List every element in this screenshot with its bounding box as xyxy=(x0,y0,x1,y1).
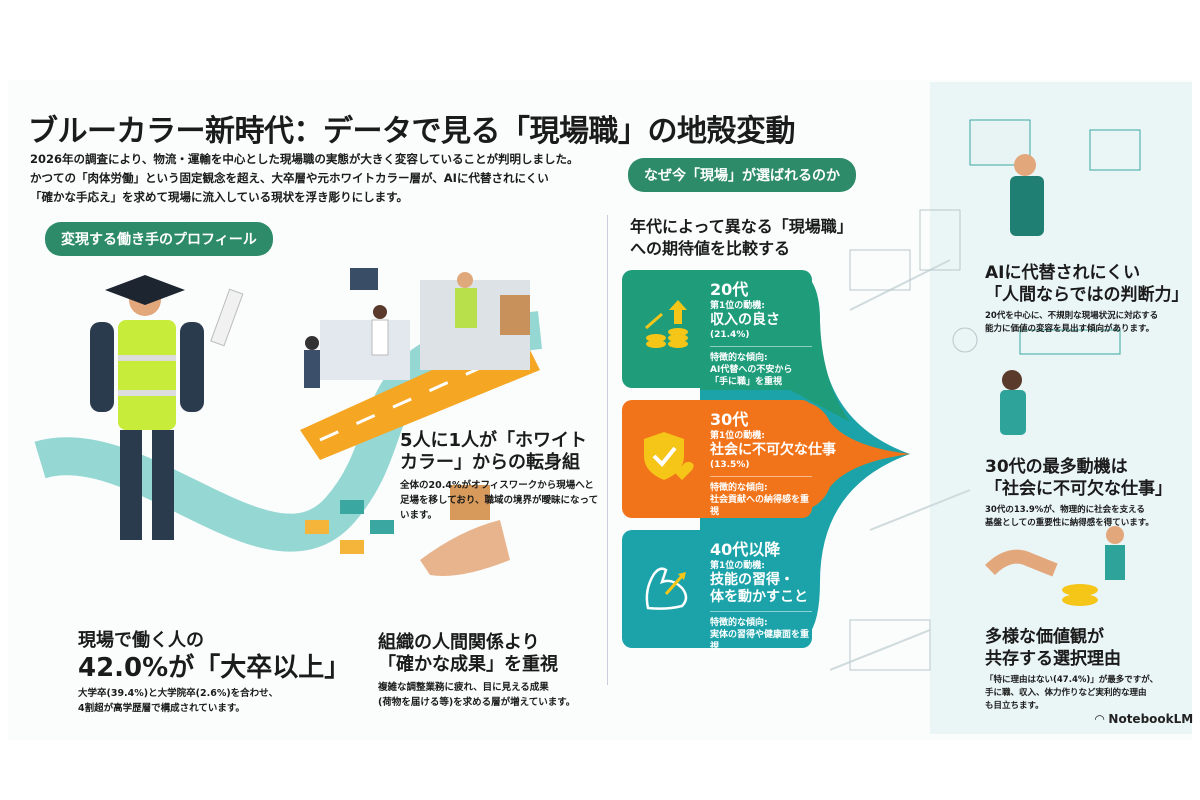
card-motive: 体を動かすこと xyxy=(710,589,808,605)
age-compare-subtitle: 年代によって異なる「現場職」 への期待値を比較する xyxy=(630,216,853,260)
brand-label: NotebookLM xyxy=(1108,712,1194,726)
age-card-40s-plus: 40代以降 第1位の動機: 技能の習得・ 体を動かすこと 特徴的な傾向: 実体の… xyxy=(622,530,812,652)
age-card-20s: 20代 第1位の動機: 収入の良さ (21.4%) 特徴的な傾向: AI代替への… xyxy=(622,270,812,388)
card-age: 40代以降 xyxy=(710,540,781,559)
section-label-profile: 変現する働き手のプロフィール xyxy=(45,222,273,256)
card-trait-label: 特徴的な傾向: xyxy=(710,353,768,363)
insight-diverse-reasons: 多様な価値観が 共存する選択理由 「特に理由はない(47.4%)」が最多ですが、… xyxy=(985,626,1195,713)
muscle-arm-icon xyxy=(645,567,688,610)
stat-title: 現場で働く人の xyxy=(78,630,204,651)
card-motive-label: 第1位の動機: xyxy=(710,561,765,571)
notebooklm-brand: ◠ NotebookLM xyxy=(1095,712,1193,726)
age-card-30s: 30代 第1位の動機: 社会に不可欠な仕事 (13.5%) 特徴的な傾向: 社会… xyxy=(622,400,836,518)
intro-line: かつての「肉体労働」という固定観念を超え、大卒層や元ホワイトカラー層が、AIに代… xyxy=(30,171,549,185)
card-trait: 「手に職」を重視 xyxy=(710,377,783,387)
section-label-why: なぜ今「現場」が選ばれるのか xyxy=(628,158,856,192)
right-panel xyxy=(930,82,1192,734)
insight-title: AIに代替されにくい xyxy=(985,263,1141,283)
stat-title: 5人に1人が「ホワイト xyxy=(400,430,588,451)
coins-arrow-up-icon xyxy=(645,300,688,348)
education-stat: 現場で働く人の 42.0%が「大卒以上」 大学卒(39.4%)と大学院卒(2.6… xyxy=(78,630,378,716)
card-trait: 実体の習得や健康面を重視 xyxy=(710,630,810,652)
subtitle-line: への期待値を比較する xyxy=(630,239,791,258)
whitecollar-stat: 5人に1人が「ホワイト カラー」からの転身組 全体の20.4%がオフィスワークか… xyxy=(400,430,600,523)
card-percent: (13.5%) xyxy=(710,460,750,470)
stat-body: 全体の20.4%がオフィスワークから現場へと足場を移しており、職域の境界が曖昧に… xyxy=(400,480,599,521)
card-trait-label: 特徴的な傾向: xyxy=(710,618,768,628)
intro-line: 「確かな手応え」を求めて現場に流入している現状を浮き彫りにします。 xyxy=(30,190,409,204)
stat-body: (荷物を届ける等)を求める層が増えています。 xyxy=(378,697,576,708)
card-trait-label: 特徴的な傾向: xyxy=(710,483,768,493)
card-motive-label: 第1位の動機: xyxy=(710,431,765,441)
card-motive: 技能の習得・ xyxy=(710,572,794,588)
insight-title: 共存する選択理由 xyxy=(985,649,1121,669)
stat-body: 複雑な調整業務に疲れ、目に見える成果 xyxy=(378,682,549,693)
card-age: 30代 xyxy=(710,410,749,429)
card-motive: 収入の良さ xyxy=(710,312,780,328)
card-motive-label: 第1位の動機: xyxy=(710,301,765,311)
card-trait: 社会貢献への納得感を重視 xyxy=(710,495,810,517)
subtitle-line: 年代によって異なる「現場職」 xyxy=(630,217,853,236)
notebooklm-logo-icon: ◠ xyxy=(1095,712,1109,726)
insight-title: 30代の最多動機は xyxy=(985,457,1128,477)
results-stat: 組織の人間関係より 「確かな成果」を重視 複雑な調整業務に疲れ、目に見える成果 … xyxy=(378,632,608,710)
stat-title: カラー」からの転身組 xyxy=(400,452,580,473)
stat-body: 4割超が高学歴層で構成されています。 xyxy=(78,703,245,714)
page-title: ブルーカラー新時代：データで見る「現場職」の地殻変動 xyxy=(28,114,796,149)
card-percent: (21.4%) xyxy=(710,330,750,340)
logistics-background-illustration xyxy=(830,119,1141,671)
insight-30s-motive: 30代の最多動機は 「社会に不可欠な仕事」 30代の13.9%が、物理的に社会を… xyxy=(985,456,1195,530)
insight-body: 手に職、収入、体力作りなど実利的な理由 xyxy=(985,688,1147,698)
card-divider xyxy=(710,611,812,612)
card-age: 20代 xyxy=(710,280,749,299)
worker-career-illustration xyxy=(34,268,542,576)
shield-check-heart-icon xyxy=(644,432,694,480)
card-trait: AI代替への不安から xyxy=(710,365,793,375)
insight-body: 基盤としての重要性に納得感を得ています。 xyxy=(985,518,1154,528)
intro-line: 2026年の調査により、物流・運輸を中心とした現場職の実態が大きく変容しているこ… xyxy=(30,152,579,166)
insight-body: も目立ちます。 xyxy=(985,701,1044,711)
column-divider xyxy=(607,215,608,685)
insight-title: 多様な価値観が xyxy=(985,627,1104,647)
insight-body: 「特に理由はない(47.4%)」が最多ですが、 xyxy=(985,675,1159,685)
insight-title: 「人間ならではの判断力」 xyxy=(985,285,1189,305)
stat-title: 「確かな成果」を重視 xyxy=(378,654,558,675)
stat-body: 大学卒(39.4%)と大学院卒(2.6%)を合わせ、 xyxy=(78,688,279,699)
stat-title: 組織の人間関係より xyxy=(378,632,540,653)
insight-body: 20代を中心に、不規則な現場状況に対応する xyxy=(985,311,1159,321)
card-divider xyxy=(710,346,812,347)
insight-title: 「社会に不可欠な仕事」 xyxy=(985,479,1172,499)
card-divider xyxy=(710,476,812,477)
insight-body: 能力に価値の変容を見出す傾向があります。 xyxy=(985,324,1155,334)
card-motive: 社会に不可欠な仕事 xyxy=(710,442,836,458)
intro-text: 2026年の調査により、物流・運輸を中心とした現場職の実態が大きく変容しているこ… xyxy=(30,150,610,207)
insight-body: 30代の13.9%が、物理的に社会を支える xyxy=(985,505,1145,515)
insight-judgment: AIに代替されにくい 「人間ならではの判断力」 20代を中心に、不規則な現場状況… xyxy=(985,262,1195,336)
stat-title: 42.0%が「大卒以上」 xyxy=(78,653,351,683)
